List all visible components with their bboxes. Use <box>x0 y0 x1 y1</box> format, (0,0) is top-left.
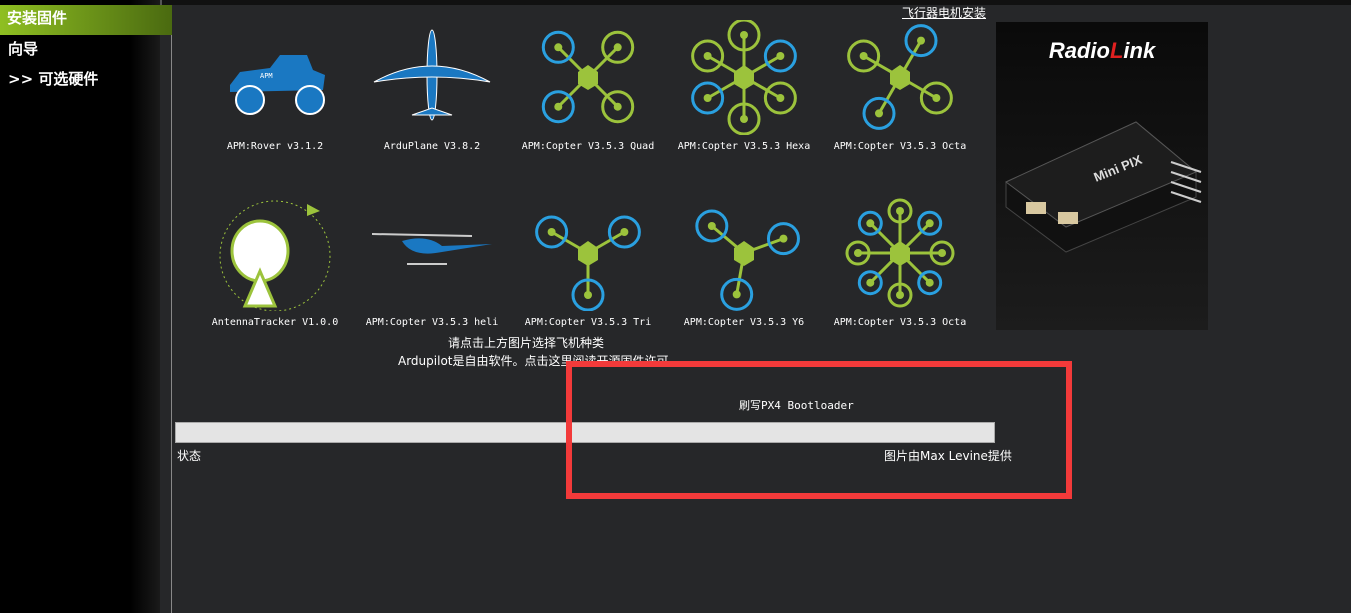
image-credit: 图片由Max Levine提供 <box>884 449 1012 463</box>
vehicle-label: APM:Copter V3.5.3 Quad <box>521 141 655 152</box>
vehicle-option[interactable]: APM APM:Rover v3.1.2 <box>197 20 353 170</box>
vehicle-option[interactable]: APM:Copter V3.5.3 heli <box>354 196 510 346</box>
hexa-icon <box>691 20 797 135</box>
vehicle-label: AntennaTracker V1.0.0 <box>211 317 339 328</box>
sidebar-divider <box>171 5 172 613</box>
vehicle-label: APM:Copter V3.5.3 heli <box>365 317 499 328</box>
svg-text:APM: APM <box>260 72 273 80</box>
top-tab-strip <box>0 0 1351 5</box>
sidebar-item-optional-hardware[interactable]: >> 可选硬件 <box>8 70 99 88</box>
vehicle-option[interactable]: APM:Copter V3.5.3 Tri <box>510 196 666 346</box>
rover-icon: APM <box>230 55 325 115</box>
sidebar-item-install-firmware[interactable]: 安装固件 <box>0 5 172 35</box>
tri-icon <box>535 215 641 311</box>
highlight-box <box>566 361 1072 499</box>
vehicle-option[interactable]: ArduPlane V3.8.2 <box>354 20 510 170</box>
instructions-text: 请点击上方图片选择飞机种类 <box>448 336 605 350</box>
vehicle-label: APM:Copter V3.5.3 Tri <box>524 317 652 328</box>
antenna-icon <box>219 200 331 311</box>
sidebar-item-wizard[interactable]: 向导 <box>8 40 39 58</box>
octa-quad-icon <box>847 24 953 130</box>
y6-icon <box>695 209 800 311</box>
vehicle-label: ArduPlane V3.8.2 <box>383 141 481 152</box>
heli-icon <box>372 233 492 265</box>
progress-bar <box>175 422 995 443</box>
sidebar <box>0 0 160 613</box>
vehicle-option[interactable]: APM:Copter V3.5.3 Octa <box>822 196 978 346</box>
flash-bootloader-button[interactable]: 刷写PX4 Bootloader <box>739 399 854 412</box>
vehicle-label: APM:Copter V3.5.3 Octa <box>833 141 967 152</box>
vehicle-option[interactable]: AntennaTracker V1.0.0 <box>197 196 353 346</box>
radiolink-product-image: RadioLink Mini PIX <box>996 22 1208 330</box>
vehicle-label: APM:Copter V3.5.3 Hexa <box>677 141 811 152</box>
quad-icon <box>541 30 635 124</box>
vehicle-option[interactable]: APM:Copter V3.5.3 Quad <box>510 20 666 170</box>
motor-setup-link[interactable]: 飞行器电机安装 <box>902 6 987 20</box>
vehicle-option[interactable]: APM:Copter V3.5.3 Hexa <box>666 20 822 170</box>
vehicle-label: APM:Rover v3.1.2 <box>226 141 324 152</box>
plane-icon <box>373 29 491 121</box>
vehicle-option[interactable]: APM:Copter V3.5.3 Y6 <box>666 196 822 346</box>
status-label: 状态 <box>177 449 202 463</box>
vehicle-label: APM:Copter V3.5.3 Y6 <box>683 317 805 328</box>
octa-icon <box>845 198 955 308</box>
vehicle-label: APM:Copter V3.5.3 Octa <box>833 317 967 328</box>
vehicle-option[interactable]: APM:Copter V3.5.3 Octa <box>822 20 978 170</box>
svg-text:RadioLink: RadioLink <box>1049 38 1157 63</box>
